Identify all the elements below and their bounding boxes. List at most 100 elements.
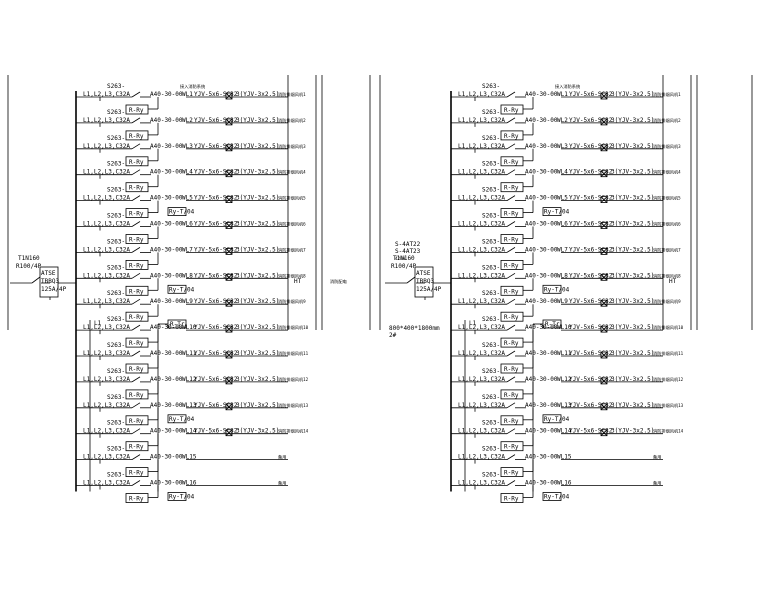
source-label: S-4AT22 bbox=[395, 241, 421, 248]
relay-label: R-Ry bbox=[504, 159, 519, 166]
control-cable-spec: 3(YJV-3x2.5) bbox=[236, 350, 279, 357]
cable-spec: YJV-5x6-SC32 bbox=[194, 324, 238, 331]
branch-breaker-blade bbox=[131, 272, 141, 279]
circuit-phase-label: L1,L2,L3,C32A bbox=[83, 454, 130, 461]
ry-trip-label: Ry-T/04 bbox=[544, 286, 570, 293]
load-label: 消防排烟风机9 bbox=[278, 298, 306, 305]
relay-label: R-Ry bbox=[504, 288, 519, 295]
circuit-breaker-label: S263- bbox=[107, 342, 125, 349]
circuit-phase-label: L1,L2,L3,C32A bbox=[83, 298, 130, 305]
branch-breaker-blade bbox=[131, 169, 141, 176]
relay-label: R-Ry bbox=[129, 133, 144, 140]
terminal-x2 bbox=[600, 92, 608, 100]
branch-breaker-blade bbox=[506, 298, 516, 305]
relay-label: R-Ry bbox=[129, 470, 144, 477]
branch-breaker-blade bbox=[506, 428, 516, 435]
control-cable-spec: 3(YJV-3x2.5) bbox=[611, 221, 654, 228]
circuit-phase-label: L1,L2,L3,C32A bbox=[458, 143, 505, 150]
contactor-label: A40-30-00 bbox=[525, 480, 558, 487]
control-cable-spec: 3(YJV-3x2.5) bbox=[236, 428, 279, 435]
circuit-breaker-label: S263- bbox=[482, 316, 500, 323]
branch-breaker-blade bbox=[506, 117, 516, 124]
circuit-id: WL10 bbox=[182, 324, 197, 331]
relay-label: R-Ry bbox=[504, 314, 519, 321]
cable-spec: YJV-5x6-SC32 bbox=[569, 246, 613, 253]
contactor-label: A40-30-00 bbox=[150, 480, 183, 487]
circuit-breaker-label: S263- bbox=[107, 161, 125, 168]
circuit-id: WL3 bbox=[182, 143, 193, 150]
header-note: 接入消防系统 bbox=[180, 83, 205, 90]
branch-breaker-blade bbox=[131, 143, 141, 150]
relay-box bbox=[125, 467, 149, 478]
cable-spec: YJV-5x6-SC32 bbox=[569, 195, 613, 202]
load-label: 消防排烟风机11 bbox=[653, 350, 684, 357]
ry-trip-box bbox=[542, 284, 562, 294]
load-label: 消防排烟风机2 bbox=[653, 117, 681, 124]
terminal-box bbox=[225, 247, 233, 255]
terminal-box bbox=[225, 325, 233, 333]
circuit-id: WL6 bbox=[182, 221, 193, 228]
circuit-breaker-label: S263- bbox=[107, 213, 125, 220]
relay-label: R-Ry bbox=[129, 340, 144, 347]
terminal-x2 bbox=[225, 377, 233, 385]
branch-breaker-blade bbox=[506, 169, 516, 176]
load-label: 消防排烟风机3 bbox=[278, 143, 306, 150]
control-cable-spec: 3(YJV-3x2.5) bbox=[611, 246, 654, 253]
contactor-label: A40-30-00 bbox=[525, 324, 558, 331]
cable-spec: YJV-5x6-SC32 bbox=[194, 143, 238, 150]
circuit-breaker-label: S263- bbox=[482, 135, 500, 142]
circuit-phase-label: L1,L2,L3,C32A bbox=[458, 402, 505, 409]
branch-breaker-blade bbox=[506, 221, 516, 227]
circuit-breaker-label: S263- bbox=[482, 446, 500, 453]
circuit-phase-label: L1,L2,L3,C32A bbox=[458, 169, 505, 176]
contactor-label: A40-30-00 bbox=[150, 402, 183, 409]
branch-breaker-blade bbox=[131, 91, 141, 98]
circuit-breaker-label: S263- bbox=[482, 187, 500, 194]
incoming-breaker-label: T1N160 bbox=[393, 255, 415, 262]
terminal-box bbox=[600, 144, 608, 152]
relay-label: R-Ry bbox=[504, 340, 519, 347]
circuit-breaker-label: S263- bbox=[107, 187, 125, 194]
cable-spec: YJV-5x6-SC32 bbox=[194, 350, 238, 357]
control-cable-spec: 3(YJV-3x2.5) bbox=[611, 272, 654, 279]
terminal-box bbox=[600, 325, 608, 333]
relay-label: R-Ry bbox=[504, 366, 519, 373]
circuit-breaker-label: S263- bbox=[482, 394, 500, 401]
load-label: 消防排烟风机6 bbox=[653, 221, 681, 228]
branch-breaker-blade bbox=[131, 480, 141, 486]
relay-box bbox=[125, 493, 149, 503]
control-cable-spec: 3(YJV-3x2.5) bbox=[611, 350, 654, 357]
ry-trip-box bbox=[167, 207, 187, 217]
load-label: 消防排烟风机13 bbox=[653, 402, 684, 409]
branch-breaker-blade bbox=[506, 195, 516, 201]
atse-label-2: TBBQ3 bbox=[416, 278, 434, 285]
relay-label: R-Ry bbox=[504, 185, 519, 192]
relay-box bbox=[125, 415, 149, 426]
terminal-x2 bbox=[600, 118, 608, 126]
relay-box bbox=[125, 311, 149, 322]
branch-breaker-blade bbox=[131, 376, 141, 383]
incoming-breaker-blade bbox=[31, 276, 41, 284]
ry-trip-box bbox=[167, 284, 187, 294]
ry-trip-box bbox=[167, 414, 187, 424]
circuit-id: WL1 bbox=[557, 91, 568, 98]
circuit-phase-label: L1,L2,L3,C32A bbox=[458, 298, 505, 305]
circuit-breaker-label: S263- bbox=[107, 368, 125, 375]
ry-trip-label: Ry-T/04 bbox=[169, 286, 195, 293]
load-label: 消防排烟风机14 bbox=[653, 428, 684, 435]
circuit-breaker-label: S263- bbox=[107, 264, 125, 271]
relay-box bbox=[125, 130, 149, 141]
circuit-phase-label: L1,L2,L3,C32A bbox=[458, 350, 505, 357]
terminal-box bbox=[600, 351, 608, 359]
circuit-id: WL12 bbox=[182, 376, 197, 383]
distribution-panel-right: 接入消防系统T1N160R100/4PS-4AT22S-4AT2342kWATS… bbox=[385, 75, 698, 503]
relay-box bbox=[125, 259, 149, 270]
load-label: 消防排烟风机12 bbox=[278, 376, 309, 383]
atse-box bbox=[39, 266, 59, 298]
relay-label: R-Ry bbox=[129, 288, 144, 295]
cable-spec: YJV-5x6-SC32 bbox=[569, 376, 613, 383]
ry-trip-box bbox=[542, 492, 562, 501]
control-cable-spec: 3(YJV-3x2.5) bbox=[236, 246, 279, 253]
contactor-label: A40-30-00 bbox=[150, 143, 183, 150]
